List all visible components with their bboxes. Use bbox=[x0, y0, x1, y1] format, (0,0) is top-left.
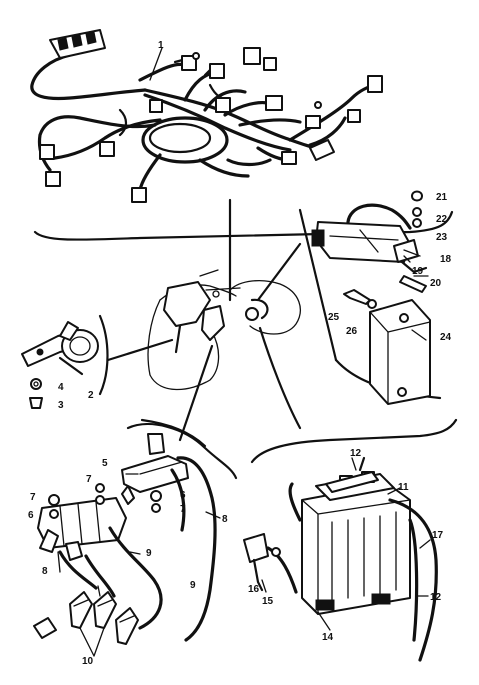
horn-group bbox=[21, 314, 109, 409]
callout-12a: 12 bbox=[350, 448, 362, 459]
top-group-bracket bbox=[33, 210, 454, 241]
callout-2: 2 bbox=[88, 390, 94, 401]
callout-15: 15 bbox=[262, 596, 274, 607]
harness-connectors bbox=[39, 29, 383, 203]
leader-lines bbox=[106, 198, 302, 442]
callout-19: 19 bbox=[412, 266, 424, 277]
callout-4: 4 bbox=[58, 382, 64, 393]
callout-3: 3 bbox=[58, 400, 64, 411]
battery-group bbox=[243, 418, 458, 662]
callout-26: 26 bbox=[346, 326, 358, 337]
callout-9b: 9 bbox=[190, 580, 196, 591]
callout-14: 14 bbox=[322, 632, 334, 643]
callout-6a: 6 bbox=[28, 510, 34, 521]
callout-17: 17 bbox=[432, 530, 444, 541]
callout-9a: 9 bbox=[146, 548, 152, 559]
callout-7a: 7 bbox=[30, 492, 36, 503]
callout-16: 16 bbox=[248, 584, 260, 595]
callout-leaders bbox=[57, 47, 431, 657]
callout-20: 20 bbox=[430, 278, 442, 289]
callout-5: 5 bbox=[102, 458, 108, 469]
callout-22: 22 bbox=[436, 214, 448, 225]
regulator-group bbox=[298, 190, 442, 405]
callout-labels: 1 2 3 4 5 6 6 7 7 7 8 8 9 9 10 11 12 12 … bbox=[28, 40, 452, 667]
callout-8b: 8 bbox=[222, 514, 228, 525]
frame-silhouette bbox=[147, 269, 301, 391]
callout-6b: 6 bbox=[180, 490, 186, 501]
callout-12b: 12 bbox=[430, 592, 442, 603]
callout-21: 21 bbox=[436, 192, 448, 203]
callout-8a: 8 bbox=[42, 566, 48, 577]
callout-24: 24 bbox=[440, 332, 452, 343]
callout-7c: 7 bbox=[86, 474, 92, 485]
callout-25: 25 bbox=[328, 312, 340, 323]
callout-18: 18 bbox=[440, 254, 452, 265]
callout-10: 10 bbox=[82, 656, 94, 667]
callout-1: 1 bbox=[158, 40, 164, 51]
ignition-coil-group bbox=[33, 418, 238, 645]
callout-23: 23 bbox=[436, 232, 448, 243]
wire-harness bbox=[30, 35, 380, 192]
callout-7b: 7 bbox=[180, 504, 186, 515]
callout-11: 11 bbox=[398, 482, 409, 493]
